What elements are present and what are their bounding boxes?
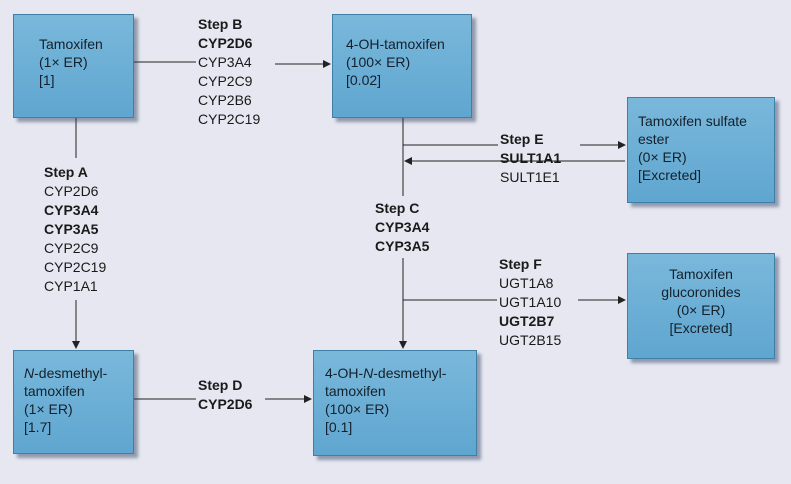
step-title: Step D bbox=[198, 377, 243, 393]
compound-concentration: [1] bbox=[39, 72, 55, 88]
compound-tamoxifen-glucoronides: Tamoxifen glucoronides (0× ER) [Excreted… bbox=[627, 253, 775, 359]
enzyme-cyp3a4: CYP3A4 bbox=[44, 202, 99, 218]
compound-name: 4-OH-tamoxifen bbox=[346, 36, 445, 52]
compound-name: 4-OH-N-desmethyl- bbox=[325, 365, 447, 381]
enzyme-cyp3a4: CYP3A4 bbox=[198, 54, 252, 70]
enzyme-sult1e1: SULT1E1 bbox=[500, 169, 560, 185]
compound-name: N-desmethyl- bbox=[24, 365, 108, 381]
step-title: Step E bbox=[500, 131, 544, 147]
enzyme-cyp3a5: CYP3A5 bbox=[44, 221, 99, 237]
compound-name: Tamoxifen bbox=[669, 266, 733, 282]
compound-n-desmethyl-tamoxifen: N-desmethyl- tamoxifen (1× ER) [1.7] bbox=[13, 350, 134, 454]
enzyme-ugt1a8: UGT1A8 bbox=[499, 275, 554, 291]
compound-name: Tamoxifen bbox=[39, 36, 103, 52]
step-title: Step A bbox=[44, 164, 88, 180]
step-title: Step F bbox=[499, 256, 542, 272]
enzyme-cyp2c9: CYP2C9 bbox=[198, 73, 253, 89]
compound-fate: [Excreted] bbox=[669, 320, 733, 336]
compound-4-oh-n-desmethyl-tamoxifen: 4-OH-N-desmethyl- tamoxifen (100× ER) [0… bbox=[313, 350, 477, 456]
compound-tamoxifen: Tamoxifen (1× ER) [1] bbox=[13, 14, 134, 118]
enzyme-cyp2b6: CYP2B6 bbox=[198, 92, 252, 108]
compound-activity: (1× ER) bbox=[24, 401, 73, 417]
enzyme-ugt2b15: UGT2B15 bbox=[499, 332, 562, 348]
compound-activity: (1× ER) bbox=[39, 54, 88, 70]
enzyme-ugt2b7: UGT2B7 bbox=[499, 313, 555, 329]
compound-concentration: [1.7] bbox=[24, 419, 52, 435]
enzyme-cyp2c19: CYP2C19 bbox=[198, 111, 261, 127]
enzyme-cyp1a1: CYP1A1 bbox=[44, 278, 98, 294]
compound-concentration: [0.1] bbox=[325, 419, 353, 435]
compound-activity: (0× ER) bbox=[676, 302, 726, 318]
step-title: Step C bbox=[375, 200, 420, 216]
compound-name-cont: tamoxifen bbox=[325, 383, 386, 399]
enzyme-cyp2c9: CYP2C9 bbox=[44, 240, 99, 256]
enzyme-cyp3a4: CYP3A4 bbox=[375, 219, 430, 235]
step-title: Step B bbox=[198, 16, 243, 32]
step-d-label: Step D CYP2D6 bbox=[198, 376, 252, 414]
compound-activity: (100× ER) bbox=[325, 401, 390, 417]
compound-4-oh-tamoxifen: 4-OH-tamoxifen (100× ER) [0.02] bbox=[332, 14, 472, 118]
enzyme-ugt1a10: UGT1A10 bbox=[499, 294, 562, 310]
compound-tamoxifen-sulfate-ester: Tamoxifen sulfate ester (0× ER) [Excrete… bbox=[627, 97, 775, 203]
enzyme-cyp2c19: CYP2C19 bbox=[44, 259, 107, 275]
compound-fate: [Excreted] bbox=[638, 167, 702, 183]
enzyme-cyp3a5: CYP3A5 bbox=[375, 238, 430, 254]
enzyme-sult1a1: SULT1A1 bbox=[500, 150, 562, 166]
compound-activity: (100× ER) bbox=[346, 54, 411, 70]
compound-name-cont: tamoxifen bbox=[24, 383, 85, 399]
compound-concentration: [0.02] bbox=[346, 72, 382, 88]
compound-name-cont: ester bbox=[638, 131, 670, 147]
compound-name-cont: glucoronides bbox=[661, 284, 741, 300]
enzyme-cyp2d6: CYP2D6 bbox=[44, 183, 99, 199]
enzyme-cyp2d6: CYP2D6 bbox=[198, 396, 253, 412]
enzyme-cyp2d6: CYP2D6 bbox=[198, 35, 253, 51]
compound-activity: (0× ER) bbox=[638, 149, 687, 165]
compound-name: Tamoxifen sulfate bbox=[638, 113, 747, 129]
